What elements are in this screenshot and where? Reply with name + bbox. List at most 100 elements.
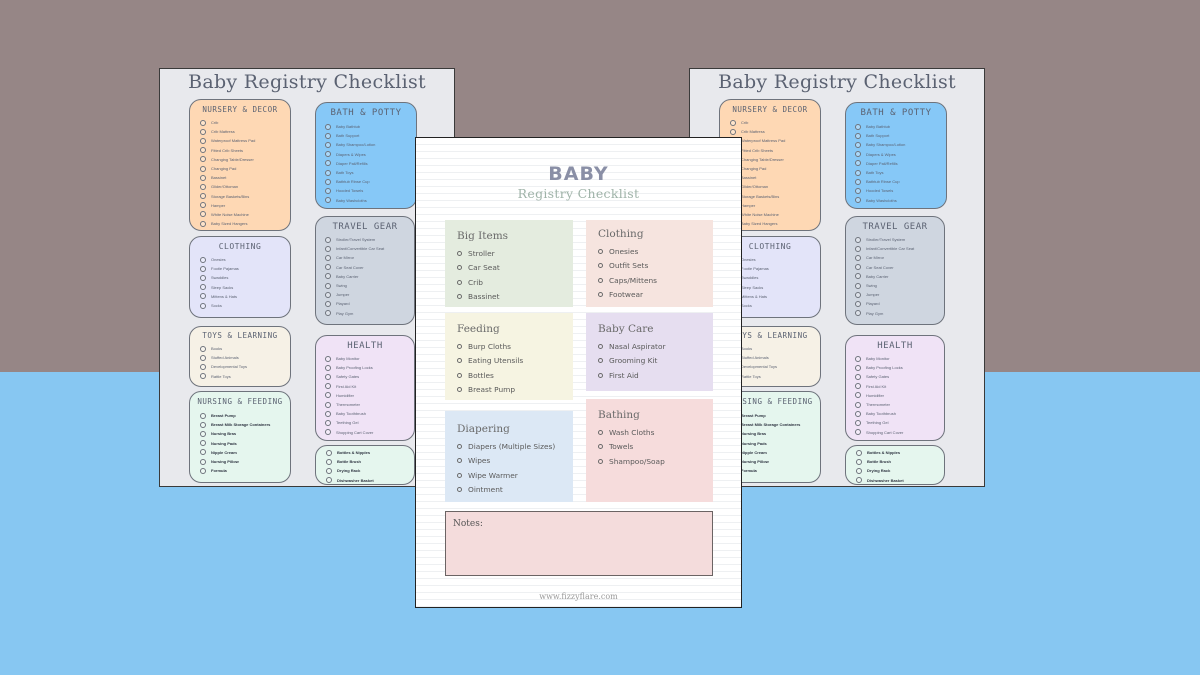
checkbox-circle-icon[interactable] [457, 458, 462, 464]
checklist-item[interactable]: Baby Proofing Locks [855, 363, 944, 372]
checkbox-circle-icon[interactable] [598, 429, 603, 435]
checkbox-circle-icon[interactable] [855, 410, 861, 417]
checklist-item[interactable]: Bassinet [730, 173, 820, 182]
checkbox-circle-icon[interactable] [855, 169, 861, 176]
checklist-item[interactable]: Stuffed Animals [730, 353, 820, 362]
checkbox-circle-icon[interactable] [200, 293, 206, 300]
checklist-item[interactable]: Books [200, 344, 290, 353]
checkbox-circle-icon[interactable] [200, 449, 206, 456]
checkbox-circle-icon[interactable] [855, 151, 861, 158]
checklist-item[interactable]: Stroller [457, 246, 573, 261]
checklist-item[interactable]: Waterproof Mattress Pad [730, 136, 820, 145]
checkbox-circle-icon[interactable] [200, 354, 206, 361]
checklist-item[interactable]: Crib Mattress [730, 127, 820, 136]
checkbox-circle-icon[interactable] [325, 383, 331, 390]
checklist-item[interactable]: Ointment [457, 483, 573, 498]
checkbox-circle-icon[interactable] [200, 458, 206, 465]
checkbox-circle-icon[interactable] [200, 302, 206, 309]
checklist-item[interactable]: Baby Carrier [325, 272, 414, 281]
checklist-item[interactable]: Hooded Towels [325, 186, 416, 195]
checklist-item[interactable]: Stroller/Travel System [855, 235, 944, 244]
checklist-item[interactable]: Onesies [200, 255, 290, 264]
checklist-item[interactable]: Shopping Cart Cover [855, 428, 944, 437]
checklist-item[interactable]: Changing Table/Dresser [730, 155, 820, 164]
checkbox-circle-icon[interactable] [856, 477, 862, 484]
checklist-item[interactable]: Baby Proofing Locks [325, 363, 414, 372]
checklist-item[interactable]: Bassinet [200, 173, 290, 182]
checklist-item[interactable]: Thermometer [325, 400, 414, 409]
checkbox-circle-icon[interactable] [856, 449, 862, 456]
checkbox-circle-icon[interactable] [457, 472, 462, 478]
checklist-item[interactable]: Baby Shampoo/Lotion [325, 140, 416, 149]
checkbox-circle-icon[interactable] [855, 373, 861, 380]
checklist-item[interactable]: Hooded Towels [855, 186, 946, 195]
checklist-item[interactable]: Shopping Cart Cover [325, 428, 414, 437]
checkbox-circle-icon[interactable] [457, 487, 462, 493]
checklist-item[interactable]: Bottles [457, 368, 573, 383]
checkbox-circle-icon[interactable] [325, 123, 331, 130]
checkbox-circle-icon[interactable] [200, 284, 206, 291]
checkbox-circle-icon[interactable] [325, 282, 331, 289]
checklist-item[interactable]: Dishwasher Basket [856, 476, 944, 484]
checklist-item[interactable]: Books [730, 344, 820, 353]
checklist-item[interactable]: Socks [730, 301, 820, 310]
checklist-item[interactable]: Drying Rack [326, 466, 414, 475]
checkbox-circle-icon[interactable] [855, 160, 861, 167]
checkbox-circle-icon[interactable] [856, 467, 862, 474]
checklist-item[interactable]: Developmental Toys [730, 362, 820, 371]
checklist-item[interactable]: Diapers & Wipes [325, 150, 416, 159]
checkbox-circle-icon[interactable] [855, 300, 861, 307]
checkbox-circle-icon[interactable] [200, 128, 206, 135]
checkbox-circle-icon[interactable] [855, 178, 861, 185]
checklist-item[interactable]: Glider/Ottoman [200, 182, 290, 191]
checkbox-circle-icon[interactable] [325, 410, 331, 417]
checklist-item[interactable]: Swaddles [730, 273, 820, 282]
checkbox-circle-icon[interactable] [200, 265, 206, 272]
checkbox-circle-icon[interactable] [855, 310, 861, 317]
checkbox-circle-icon[interactable] [598, 372, 603, 378]
checklist-item[interactable]: Hamper [200, 201, 290, 210]
checkbox-circle-icon[interactable] [326, 449, 332, 456]
checklist-item[interactable]: Sleep Sacks [730, 283, 820, 292]
checkbox-circle-icon[interactable] [325, 291, 331, 298]
checkbox-circle-icon[interactable] [855, 355, 861, 362]
checkbox-circle-icon[interactable] [200, 467, 206, 474]
checkbox-circle-icon[interactable] [730, 119, 736, 126]
checklist-item[interactable]: Baby Bathtub [325, 122, 416, 131]
checkbox-circle-icon[interactable] [730, 128, 736, 135]
checklist-item[interactable]: Breast Milk Storage Containers [730, 420, 820, 429]
checklist-item[interactable]: Crib [457, 275, 573, 290]
checklist-item[interactable]: Baby Sized Hangers [730, 219, 820, 228]
checkbox-circle-icon[interactable] [457, 372, 462, 378]
checklist-item[interactable]: Formula [200, 466, 290, 475]
checkbox-circle-icon[interactable] [855, 187, 861, 194]
checkbox-circle-icon[interactable] [598, 444, 603, 450]
checklist-item[interactable]: Formula [730, 466, 820, 475]
checkbox-circle-icon[interactable] [200, 183, 206, 190]
checklist-item[interactable]: Bath Toys [855, 168, 946, 177]
checkbox-circle-icon[interactable] [856, 458, 862, 465]
checklist-item[interactable]: Mittens & Hats [730, 292, 820, 301]
checklist-item[interactable]: Wash Cloths [598, 425, 713, 440]
checklist-item[interactable]: Diapers (Multiple Sizes) [457, 439, 573, 454]
checklist-item[interactable]: Diaper Pail/Refills [855, 159, 946, 168]
checklist-item[interactable]: Crib [730, 118, 820, 127]
checklist-item[interactable]: Mittens & Hats [200, 292, 290, 301]
checkbox-circle-icon[interactable] [855, 132, 861, 139]
checkbox-circle-icon[interactable] [200, 165, 206, 172]
checklist-item[interactable]: Car Seat [457, 261, 573, 276]
checklist-item[interactable]: Sleep Sacks [200, 283, 290, 292]
checklist-item[interactable]: Baby Shampoo/Lotion [855, 140, 946, 149]
checkbox-circle-icon[interactable] [457, 387, 462, 393]
checklist-item[interactable]: Wipes [457, 454, 573, 469]
checklist-item[interactable]: Play Gym [855, 309, 944, 318]
checkbox-circle-icon[interactable] [855, 141, 861, 148]
checkbox-circle-icon[interactable] [457, 443, 462, 449]
checkbox-circle-icon[interactable] [598, 458, 603, 464]
checkbox-circle-icon[interactable] [855, 282, 861, 289]
checklist-item[interactable]: Stuffed Animals [200, 353, 290, 362]
checkbox-circle-icon[interactable] [325, 197, 331, 204]
checkbox-circle-icon[interactable] [325, 300, 331, 307]
checklist-item[interactable]: Stroller/Travel System [325, 235, 414, 244]
checkbox-circle-icon[interactable] [200, 156, 206, 163]
